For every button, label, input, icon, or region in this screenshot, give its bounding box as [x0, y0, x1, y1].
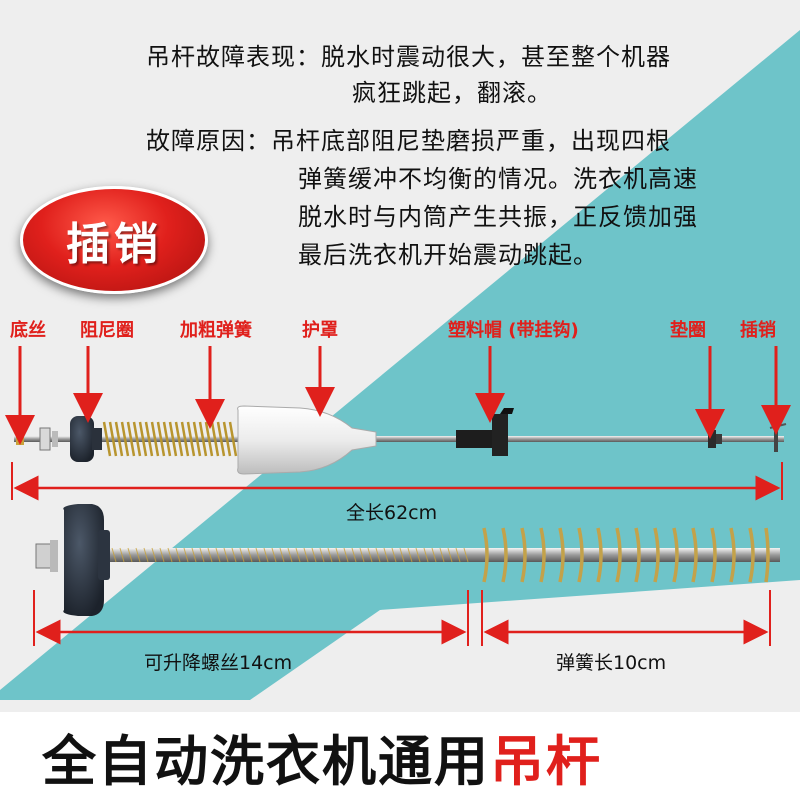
pin-badge-text: 插销	[66, 219, 162, 270]
symptom-text-1: 脱水时震动很大，甚至整个机器	[321, 43, 671, 71]
pin-badge: 插销	[20, 186, 208, 294]
symptom-line-1: 吊杆故障表现：脱水时震动很大，甚至整个机器	[146, 40, 671, 74]
symptom-label: 吊杆故障表现：	[146, 43, 321, 71]
total-length-dimension	[11, 462, 783, 501]
cause-line-1: 故障原因：吊杆底部阻尼垫磨损严重，出现四根	[146, 124, 671, 158]
label-plastic-cap: 塑料帽 (带挂钩)	[448, 320, 579, 341]
title-banner: 全自动洗衣机通用吊杆	[0, 712, 800, 800]
banner-highlight: 吊杆	[490, 729, 602, 793]
banner-prefix: 全自动洗衣机通用	[42, 729, 490, 793]
cause-label: 故障原因：	[146, 127, 271, 155]
label-bottom-screw: 底丝	[10, 320, 46, 341]
cause-text-2: 弹簧缓冲不均衡的情况。洗衣机高速	[298, 165, 698, 193]
spring-length-label: 弹簧长10cm	[556, 652, 667, 674]
label-cover: 护罩	[302, 320, 338, 341]
label-damper-ring: 阻尼圈	[80, 320, 134, 341]
label-thick-spring: 加粗弹簧	[180, 320, 252, 341]
closeup-illustration	[35, 504, 780, 616]
spring-length-dimension	[481, 590, 771, 646]
screw-length-label: 可升降螺丝14cm	[144, 652, 293, 674]
cause-text-3: 脱水时与内筒产生共振，正反馈加强	[298, 203, 698, 231]
screw-length-dimension	[33, 590, 469, 646]
symptom-text-2: 疯狂跳起，翻滚。	[352, 79, 552, 107]
cause-text-1: 吊杆底部阻尼垫磨损严重，出现四根	[271, 127, 671, 155]
label-washer: 垫圈	[670, 320, 706, 341]
total-length-label: 全长62cm	[346, 502, 438, 524]
full-rod-illustration	[14, 405, 787, 475]
label-pin: 插销	[740, 320, 776, 341]
cause-text-4: 最后洗衣机开始震动跳起。	[298, 241, 598, 269]
